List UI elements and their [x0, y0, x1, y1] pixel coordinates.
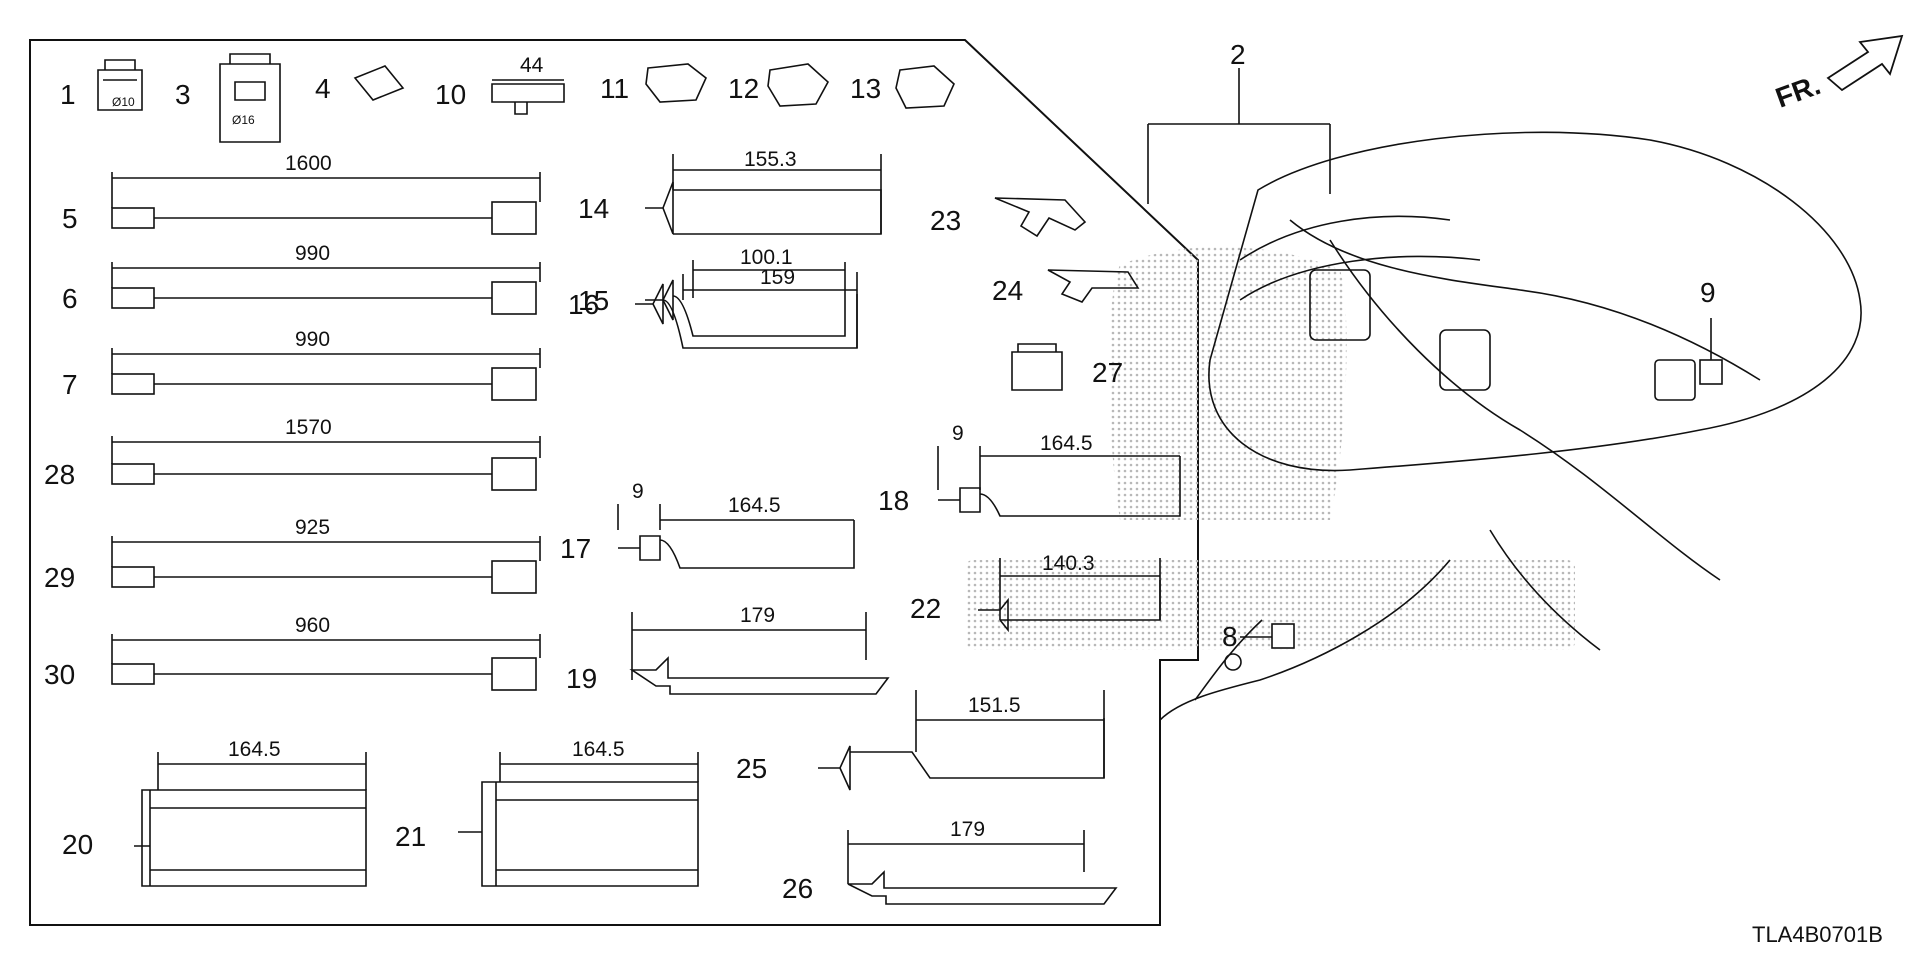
callout-26: 26 — [782, 873, 813, 904]
clip-15 — [645, 260, 846, 337]
callout-24: 24 — [992, 275, 1023, 306]
dim-7: 990 — [295, 328, 330, 351]
callout-3: 3 — [175, 79, 191, 110]
callout-28: 28 — [44, 459, 75, 490]
part-12 — [767, 63, 830, 107]
callout-27: 27 — [1092, 357, 1123, 388]
clip-group — [134, 154, 1181, 905]
dim-5: 1600 — [285, 152, 332, 175]
callout-5: 5 — [62, 203, 78, 234]
part-9 — [1699, 318, 1723, 385]
clip-26 — [847, 830, 1118, 905]
cable-30 — [111, 634, 541, 691]
callout-29: 29 — [44, 562, 75, 593]
part-1-mark: Ø10 — [112, 95, 135, 109]
cable-6 — [111, 262, 541, 315]
dim-30: 960 — [295, 614, 330, 637]
cable-group — [111, 172, 541, 691]
harness-assembly — [1159, 131, 1862, 721]
clip-27 — [1011, 343, 1063, 391]
cable-29 — [111, 536, 541, 594]
dim-28: 1570 — [285, 416, 332, 439]
dim-16: 159 — [760, 266, 795, 289]
clip-16 — [635, 272, 858, 349]
callout-30: 30 — [44, 659, 75, 690]
callout-12: 12 — [728, 73, 759, 104]
part-2-bracket — [1147, 68, 1331, 204]
front-direction-arrow: FR. — [1771, 34, 1904, 114]
part-13 — [895, 65, 955, 109]
part-8 — [1240, 623, 1295, 649]
part-3-mark: Ø16 — [232, 113, 255, 127]
dim-25: 151.5 — [968, 694, 1021, 717]
callout-14: 14 — [578, 193, 609, 224]
callout-11: 11 — [600, 73, 629, 104]
dim-29: 925 — [295, 516, 330, 539]
dim-22: 140.3 — [1042, 552, 1095, 575]
callout-23: 23 — [930, 205, 961, 236]
cable-5 — [111, 172, 541, 235]
clip-25 — [818, 690, 1105, 791]
clip-20 — [134, 752, 367, 887]
dim-14: 155.3 — [744, 148, 797, 171]
dim-17b: 164.5 — [728, 494, 781, 517]
callout-25: 25 — [736, 753, 767, 784]
callout-18: 18 — [878, 485, 909, 516]
callout-13: 13 — [850, 73, 881, 104]
clip-18 — [937, 446, 1181, 517]
callout-1: 1 — [60, 79, 76, 110]
part-1 — [97, 59, 143, 111]
callout-6: 6 — [62, 283, 78, 314]
callout-17: 17 — [560, 533, 591, 564]
callout-7: 7 — [62, 369, 78, 400]
dim-15: 100.1 — [740, 246, 793, 269]
callout-22: 22 — [910, 593, 941, 624]
callout-16: 16 — [568, 289, 599, 320]
callout-8: 8 — [1222, 621, 1238, 652]
clip-21 — [458, 752, 699, 887]
part-3 — [219, 53, 281, 143]
part-10 — [491, 79, 565, 115]
callout-2: 2 — [1230, 39, 1246, 70]
honda-watermark — [965, 246, 1575, 650]
clip-14 — [645, 154, 882, 235]
dim-26: 179 — [950, 818, 985, 841]
cable-7 — [111, 348, 541, 401]
callout-9: 9 — [1700, 277, 1716, 308]
callout-21: 21 — [395, 821, 426, 852]
parts-panel-border — [29, 39, 1199, 926]
dim-18b: 164.5 — [1040, 432, 1093, 455]
part-11 — [645, 63, 707, 103]
callout-19: 19 — [566, 663, 597, 694]
callout-10: 10 — [435, 79, 466, 110]
dim-19: 179 — [740, 604, 775, 627]
callout-20: 20 — [62, 829, 93, 860]
dim-18a: 9 — [952, 422, 964, 445]
dim-20: 164.5 — [228, 738, 281, 761]
dim-21: 164.5 — [572, 738, 625, 761]
dim-6: 990 — [295, 242, 330, 265]
callout-15: 15 — [578, 285, 609, 316]
part-code: TLA4B0701B — [1752, 922, 1883, 947]
dim-17a: 9 — [632, 480, 644, 503]
part-4 — [353, 65, 405, 101]
direction-label: FR. — [1771, 69, 1824, 114]
clip-23 — [994, 197, 1087, 238]
callout-4: 4 — [315, 73, 331, 104]
clip-22 — [978, 558, 1161, 633]
clip-17 — [617, 504, 855, 569]
clip-19 — [629, 612, 890, 695]
cable-28 — [111, 436, 541, 491]
dim-10: 44 — [520, 54, 544, 77]
clip-24 — [1047, 269, 1140, 303]
